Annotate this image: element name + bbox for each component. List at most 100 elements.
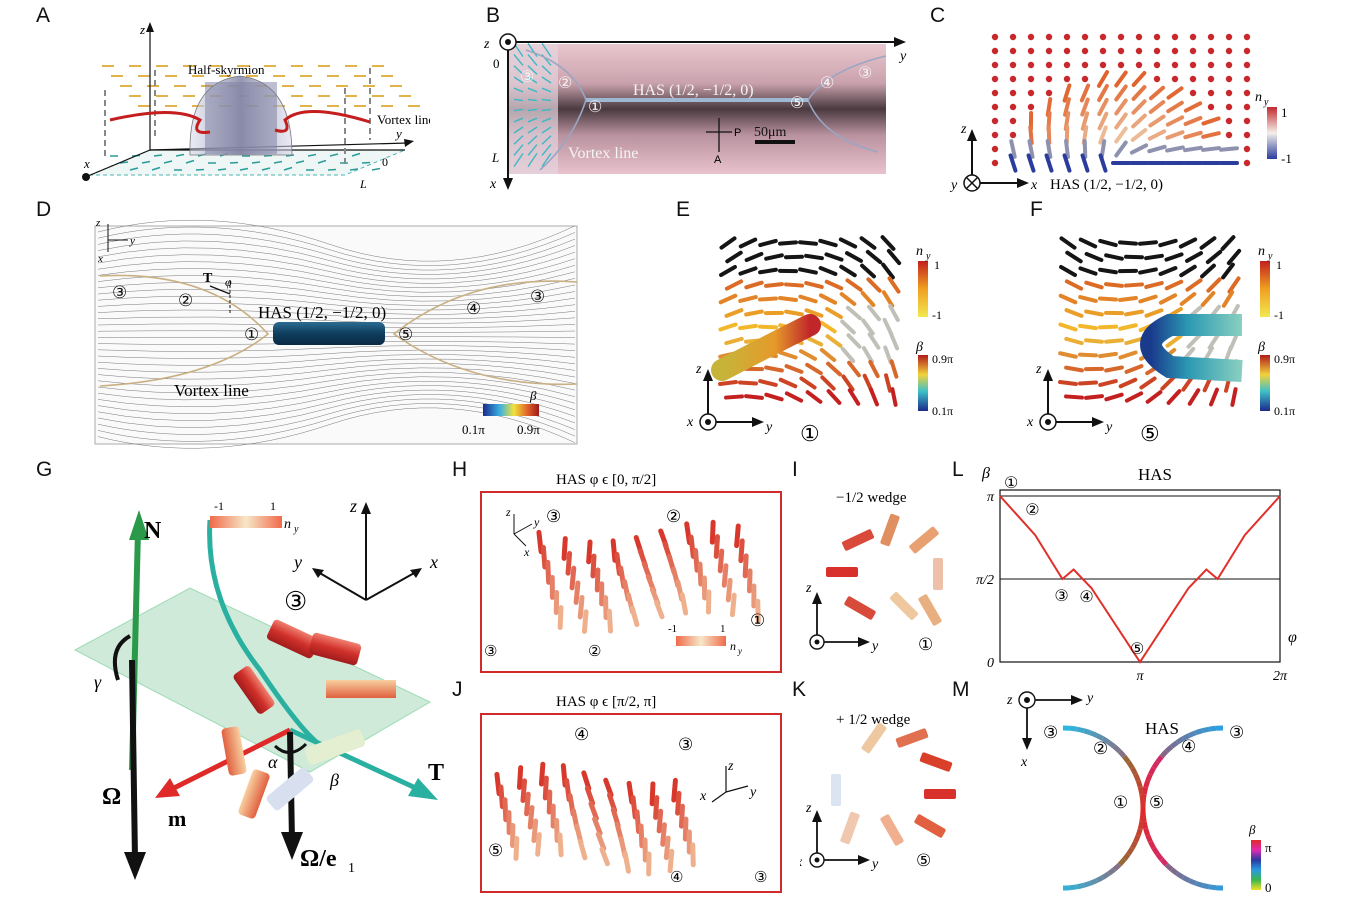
- director-rod: [1098, 379, 1118, 387]
- director-rod: [557, 605, 564, 630]
- panel-b-c4: ④: [820, 75, 834, 92]
- panel-j-c3b: ③: [754, 870, 767, 886]
- chart-ytick-label: π: [987, 490, 995, 505]
- director-streamline: [97, 226, 576, 266]
- director-rod: [1209, 387, 1219, 407]
- panel-g-e-sub: 1: [348, 861, 355, 876]
- director-rod: [545, 559, 552, 585]
- director-rod: [825, 334, 843, 348]
- panel-f-c5: ⑤: [1140, 421, 1160, 446]
- arc-segment: [1112, 744, 1122, 754]
- director-rod: [798, 267, 818, 275]
- director-rod: [1145, 390, 1163, 404]
- director-dash: [513, 153, 524, 167]
- director-rod: [1058, 322, 1078, 332]
- director-rod: [599, 846, 610, 867]
- panel-b-x: x: [489, 177, 497, 192]
- panel-label-l: L: [952, 458, 964, 481]
- wedge-rod: [880, 513, 900, 547]
- director-dash: [541, 43, 552, 57]
- director-rod: [1098, 238, 1118, 248]
- director-dash: [527, 65, 538, 75]
- director-rod: [1185, 278, 1203, 292]
- panel-c-ny: n: [1255, 90, 1262, 105]
- director-rod: [1205, 249, 1223, 265]
- director-rod: [1138, 267, 1158, 275]
- director-rod: [361, 161, 371, 164]
- panel-i-title: −1/2 wedge: [836, 490, 907, 506]
- wedge-rod: [880, 814, 904, 846]
- field-dot: [1171, 61, 1179, 69]
- panel-j-rods: HAS φ ϵ [π/2, π] ④ ③ ⑤ z y x ④ ③: [480, 694, 782, 893]
- field-arrow: [1131, 99, 1147, 115]
- director-rod: [826, 361, 842, 377]
- director-rod: [713, 534, 720, 559]
- director-streamline: [97, 376, 576, 401]
- field-dot: [1009, 89, 1017, 97]
- field-arrow: [1165, 115, 1185, 127]
- panel-d-vortex-line: Vortex line: [174, 381, 249, 400]
- director-rod: [656, 808, 664, 834]
- director-rod: [804, 253, 824, 261]
- director-rod: [561, 536, 568, 561]
- field-dot: [1243, 131, 1251, 139]
- field-dot: [991, 103, 999, 111]
- field-dot: [1135, 61, 1143, 69]
- panel-g-x: x: [429, 552, 438, 572]
- panel-g-cb-max: 1: [270, 499, 276, 513]
- arc-segment: [1141, 821, 1149, 830]
- director-rod: [317, 159, 327, 164]
- director-rod: [195, 168, 205, 171]
- arc-segment: [1122, 754, 1131, 764]
- director-rod: [738, 380, 758, 386]
- director-rod: [758, 238, 778, 248]
- panel-d-y: y: [129, 235, 135, 247]
- panel-h-title: HAS φ ϵ [0, π/2]: [556, 472, 656, 488]
- director-rod: [744, 251, 764, 263]
- arc-segment: [1181, 875, 1191, 883]
- director-rod: [638, 823, 645, 849]
- director-rod: [824, 252, 844, 262]
- panel-h-c3b: ③: [484, 644, 497, 660]
- panel-h-ny: n: [730, 639, 736, 653]
- director-rod: [603, 777, 614, 798]
- field-dot: [1207, 33, 1215, 41]
- director-rod: [634, 809, 642, 834]
- director-rod: [839, 292, 857, 306]
- director-rod: [861, 346, 875, 364]
- panel-h-x: x: [523, 545, 530, 559]
- director-rod: [565, 550, 573, 576]
- field-dot: [991, 33, 999, 41]
- panel-d-T: T: [203, 271, 213, 286]
- arc-segment: [1155, 852, 1164, 862]
- wedge-rod: [933, 558, 943, 590]
- panel-g-omega-e: Ω/e: [300, 846, 337, 872]
- panel-i-y: y: [870, 639, 879, 654]
- panel-label-f: F: [1030, 198, 1043, 221]
- director-rod: [764, 253, 784, 261]
- field-arrow: [1045, 139, 1053, 159]
- director-rod: [805, 390, 823, 404]
- arc-segment: [1083, 728, 1092, 736]
- director-rod: [738, 237, 758, 249]
- panel-g-alpha: α: [268, 752, 278, 772]
- director-rod: [868, 359, 880, 379]
- director-streamline: [97, 407, 576, 449]
- director-rod: [1139, 376, 1157, 390]
- director-rod: [887, 276, 901, 294]
- director-rod: [622, 850, 631, 874]
- field-arrow: [1026, 153, 1036, 173]
- field-dot: [1045, 61, 1053, 69]
- panel-h-c1: ①: [750, 611, 765, 630]
- panel-a-L: L: [359, 177, 367, 190]
- director-rod: [1187, 388, 1201, 406]
- arc-segment: [1133, 834, 1141, 843]
- field-dot: [1153, 47, 1161, 55]
- director-rod: [886, 248, 902, 266]
- panel-e-ny: n: [916, 244, 923, 259]
- panel-d-c4: ④: [466, 299, 481, 318]
- field-dot: [1027, 33, 1035, 41]
- field-arrow: [1131, 71, 1147, 87]
- panel-b-P: P: [734, 127, 741, 139]
- panel-h-y: y: [533, 515, 540, 529]
